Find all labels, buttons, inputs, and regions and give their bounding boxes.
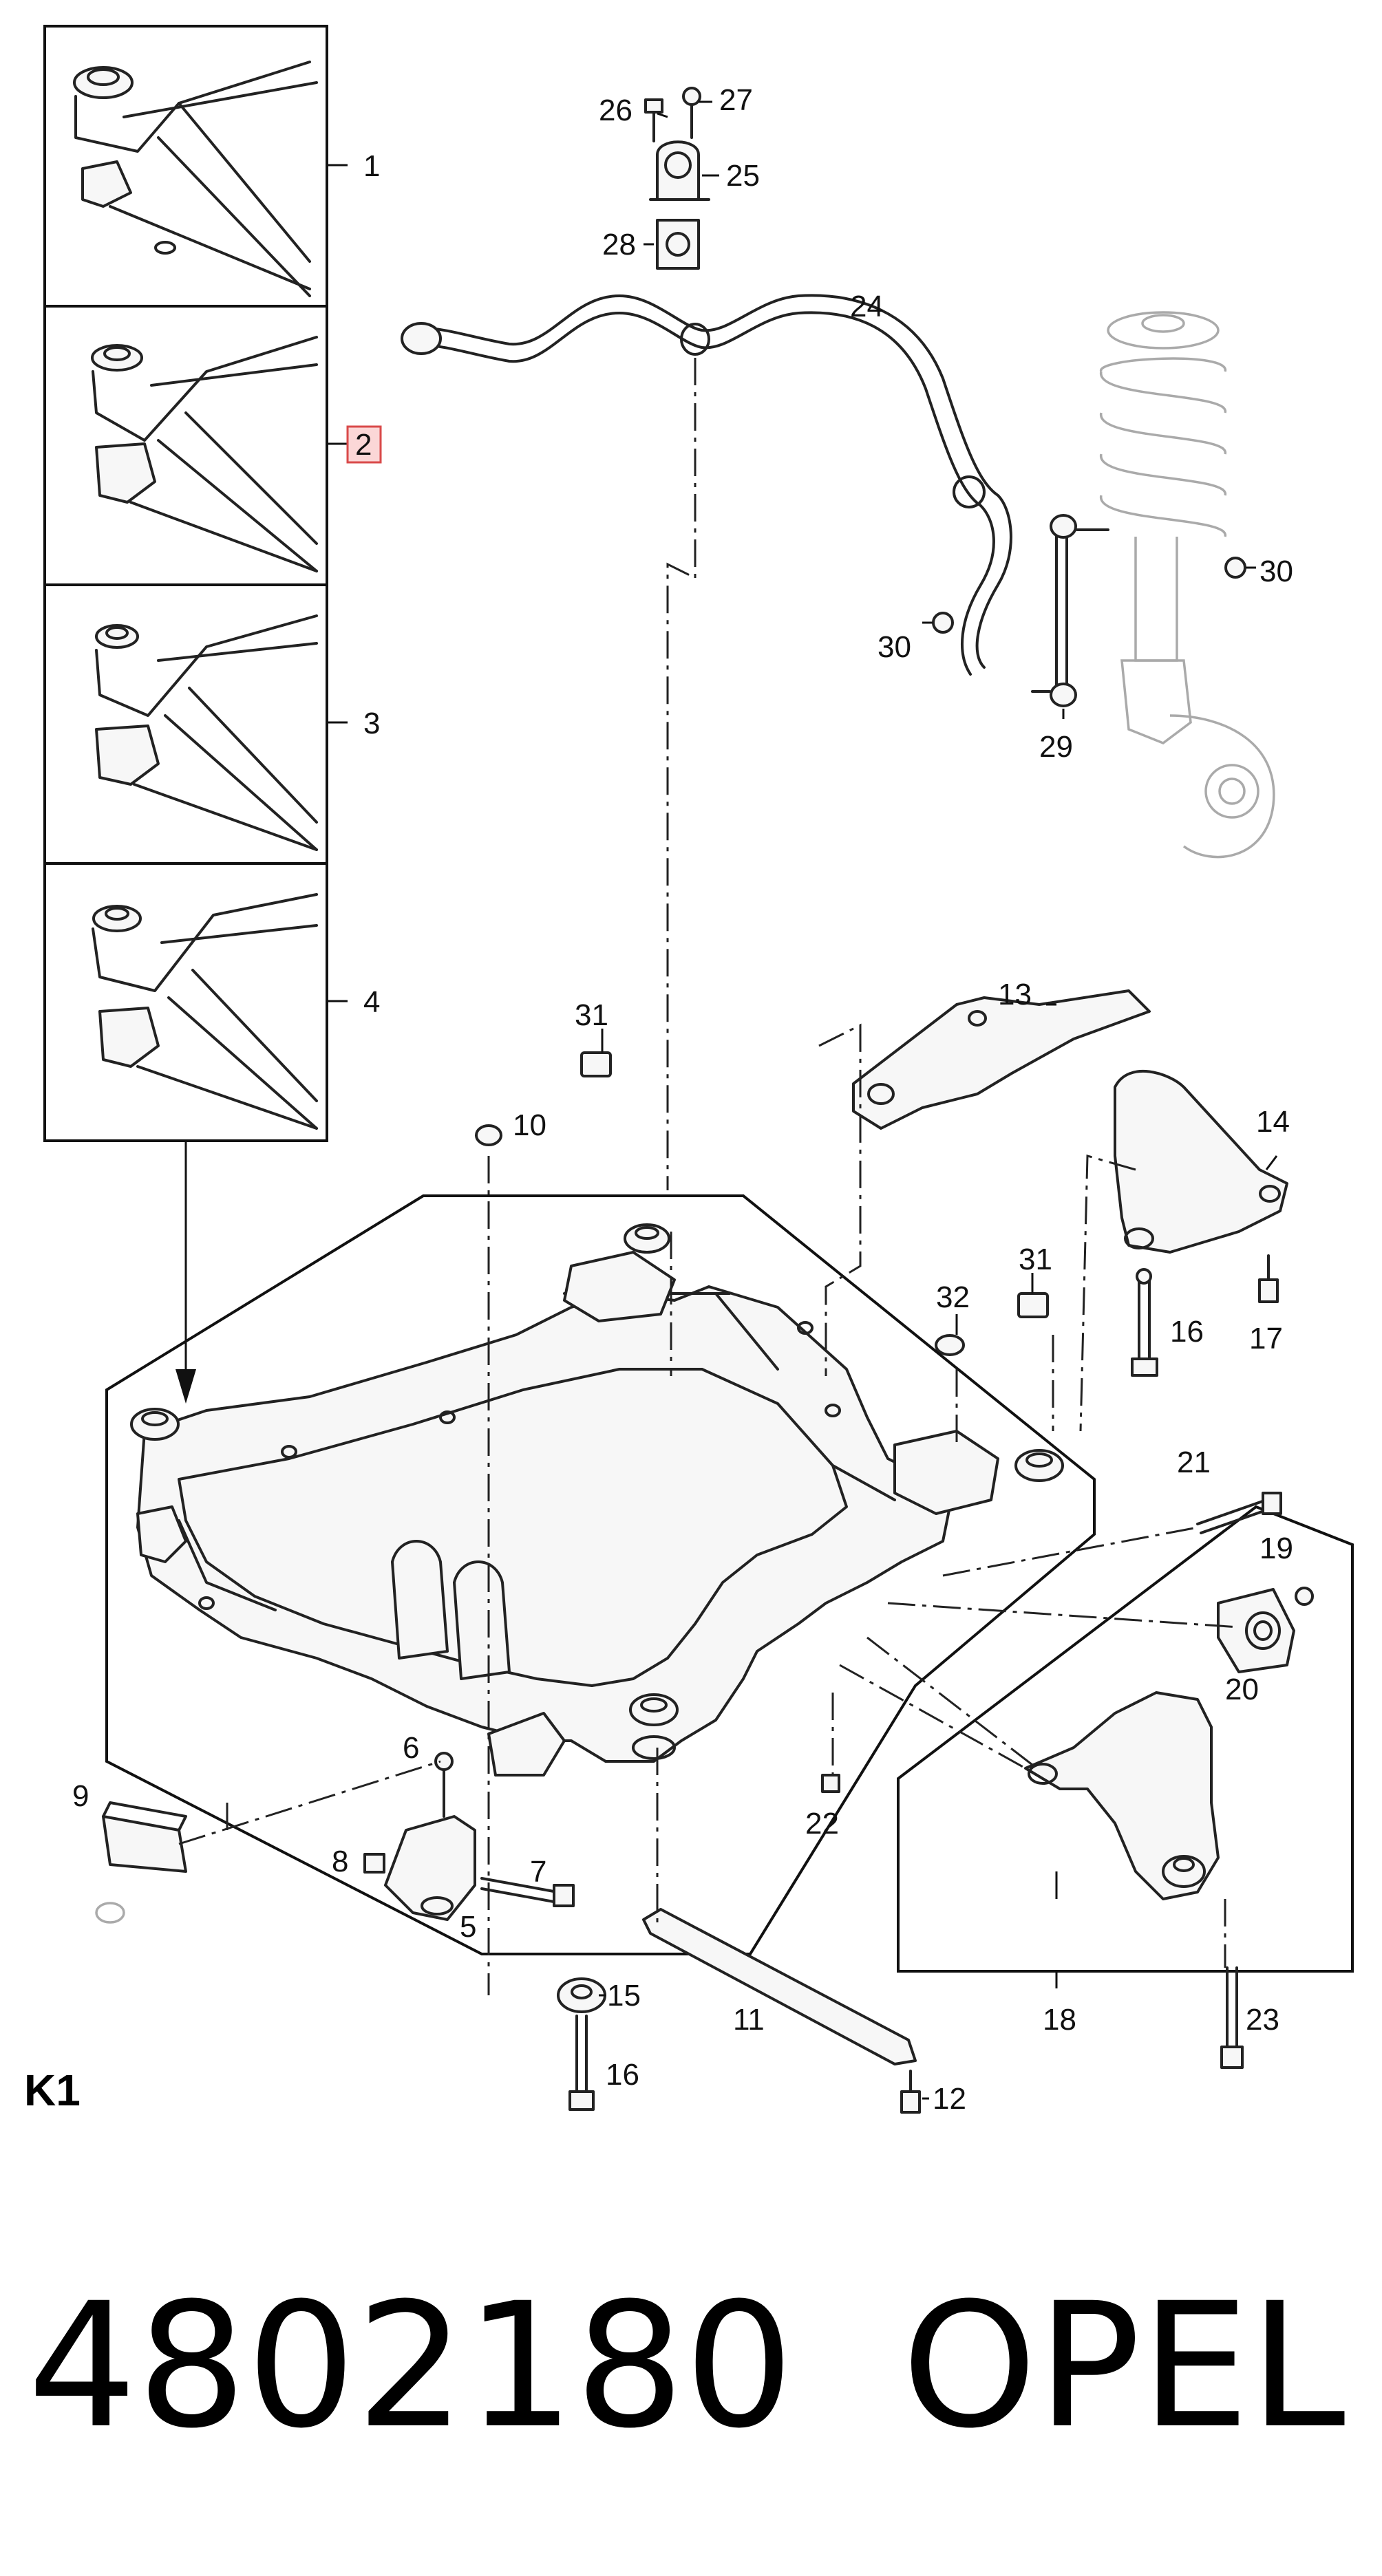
callout-16-upper[interactable]: 16 bbox=[1170, 1315, 1204, 1349]
section-label: K1 bbox=[24, 2065, 81, 2115]
callout-1[interactable]: 1 bbox=[363, 149, 380, 183]
bolt-7 bbox=[480, 1877, 575, 1907]
callout-24[interactable]: 24 bbox=[850, 290, 884, 323]
bracket-upper-5 bbox=[487, 1712, 566, 1777]
control-arm-18 bbox=[1024, 1691, 1220, 1900]
callout-4[interactable]: 4 bbox=[363, 985, 380, 1019]
callout-2-highlight bbox=[346, 425, 382, 464]
stabilizer-bar bbox=[401, 294, 1012, 676]
washer-15 bbox=[557, 1977, 606, 2013]
callout-13[interactable]: 13 bbox=[998, 978, 1032, 1011]
callout-10[interactable]: 10 bbox=[513, 1108, 546, 1142]
callout-20[interactable]: 20 bbox=[1225, 1673, 1259, 1706]
callout-19[interactable]: 19 bbox=[1259, 1532, 1293, 1565]
callout-8[interactable]: 8 bbox=[332, 1845, 348, 1878]
strut-spring-assembly bbox=[1100, 311, 1275, 859]
bolt-16-upper bbox=[1131, 1268, 1158, 1377]
bolt-26 bbox=[644, 98, 663, 142]
callout-23[interactable]: 23 bbox=[1246, 2003, 1279, 2037]
callout-30-right[interactable]: 30 bbox=[1259, 555, 1293, 588]
stabilizer-link-29 bbox=[1031, 514, 1109, 707]
callout-2[interactable]: 2 bbox=[355, 428, 372, 462]
strut-11 bbox=[642, 1908, 917, 2065]
bolt-22 bbox=[821, 1774, 840, 1793]
subframe-assembly bbox=[105, 1194, 1096, 1955]
bolt-17 bbox=[1258, 1254, 1279, 1303]
nut-8 bbox=[363, 1853, 385, 1874]
nut-19 bbox=[1295, 1587, 1314, 1606]
bushing-20 bbox=[1217, 1588, 1295, 1673]
mount-9 bbox=[95, 1801, 187, 1924]
variant-4-drawing bbox=[92, 893, 318, 1130]
callout-30-left[interactable]: 30 bbox=[878, 630, 911, 664]
nut-10 bbox=[475, 1124, 502, 1146]
bolt-12 bbox=[900, 2070, 921, 2114]
callout-28[interactable]: 28 bbox=[602, 228, 636, 261]
nut-30-left bbox=[932, 612, 954, 634]
callout-7[interactable]: 7 bbox=[530, 1855, 546, 1889]
callout-29[interactable]: 29 bbox=[1039, 730, 1073, 764]
variant-1-drawing bbox=[73, 61, 318, 297]
clip-31-left bbox=[580, 1051, 612, 1077]
callout-16-lower[interactable]: 16 bbox=[606, 2058, 639, 2092]
callouts: 26 27 25 28 24 30 30 29 13 31 14 10 31 3… bbox=[72, 83, 1293, 2116]
callout-5[interactable]: 5 bbox=[460, 1910, 476, 1944]
bracket-13 bbox=[852, 989, 1151, 1130]
variant-panel: 1 2 3 4 bbox=[43, 25, 382, 1404]
variant-3-drawing bbox=[95, 614, 318, 851]
callout-32[interactable]: 32 bbox=[936, 1280, 970, 1314]
callout-15[interactable]: 15 bbox=[607, 1979, 641, 2012]
stabilizer-bushing-28 bbox=[656, 219, 700, 270]
stabilizer-bracket-25 bbox=[649, 140, 710, 201]
callout-17[interactable]: 17 bbox=[1249, 1322, 1283, 1355]
callout-12[interactable]: 12 bbox=[933, 2082, 966, 2116]
bolt-23 bbox=[1220, 1966, 1244, 2069]
callout-31-right[interactable]: 31 bbox=[1019, 1243, 1052, 1276]
bracket-5 bbox=[384, 1815, 476, 1921]
callout-11[interactable]: 11 bbox=[733, 2003, 765, 2037]
callout-31-left[interactable]: 31 bbox=[575, 998, 608, 1032]
nut-27 bbox=[682, 87, 701, 139]
bolt-16-lower bbox=[568, 2015, 595, 2111]
bracket-14 bbox=[1114, 1069, 1288, 1254]
callout-14[interactable]: 14 bbox=[1256, 1105, 1290, 1139]
alignment-lines bbox=[178, 358, 1240, 1995]
bolt-21 bbox=[1196, 1492, 1282, 1534]
callout-27[interactable]: 27 bbox=[719, 83, 753, 117]
callout-18[interactable]: 18 bbox=[1043, 2003, 1076, 2037]
bolt-6 bbox=[434, 1752, 454, 1818]
leader-lines bbox=[599, 100, 1278, 2100]
part-number: 4802180 bbox=[28, 2266, 794, 2466]
callout-26[interactable]: 26 bbox=[599, 94, 632, 127]
callout-9[interactable]: 9 bbox=[72, 1779, 89, 1813]
variant-2-drawing bbox=[91, 336, 318, 572]
nut-30-right bbox=[1224, 557, 1246, 579]
callout-6[interactable]: 6 bbox=[403, 1731, 419, 1765]
control-arm-box bbox=[897, 1492, 1354, 1973]
clip-31-right bbox=[1017, 1292, 1049, 1318]
callout-3[interactable]: 3 bbox=[363, 707, 380, 740]
arrow-down-icon bbox=[176, 1369, 196, 1404]
brand-name: OPEL bbox=[902, 2266, 1346, 2466]
nut-32 bbox=[935, 1334, 965, 1356]
callout-22[interactable]: 22 bbox=[805, 1807, 839, 1840]
callout-21[interactable]: 21 bbox=[1177, 1446, 1211, 1479]
callout-25[interactable]: 25 bbox=[726, 159, 760, 193]
